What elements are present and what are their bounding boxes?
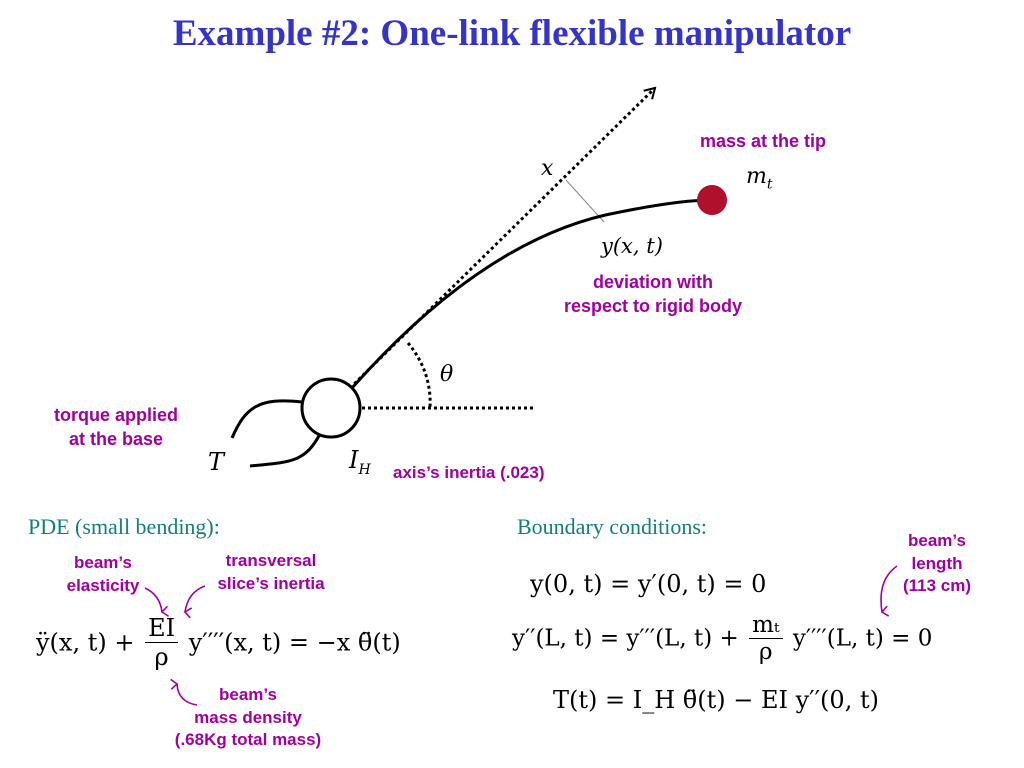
pde-heading: PDE (small bending): <box>28 514 220 539</box>
boundary-condition-1: y(0, t) = y′(0, t) = 0 <box>530 570 767 598</box>
beam-elasticity-line1: beam’s <box>74 553 132 572</box>
beam-elasticity-label: beam’s elasticity <box>48 552 158 597</box>
deviation-label: deviation with respect to rigid body <box>544 271 762 319</box>
tip-mass-symbol: mt <box>746 164 773 192</box>
pde-fraction-den: ρ <box>154 643 169 671</box>
beam-length-line1: beam’s <box>908 531 966 550</box>
bc2-fraction-num: mₜ <box>749 612 783 639</box>
pde-fraction-num: EI <box>145 614 179 643</box>
tip-mass <box>697 185 727 215</box>
deviation-label-line1: deviation with <box>592 272 713 292</box>
boundary-condition-2: y′′(L, t) = y′′′(L, t) + mₜ ρ y′′′′(L, t… <box>512 612 932 665</box>
beam-density-line1: beam’s <box>219 685 277 704</box>
beam-elasticity-line2: elasticity <box>66 575 140 595</box>
deviation-label-line2: respect to rigid body <box>563 295 743 316</box>
boundary-condition-3: T(t) = I_H θ̈(t) − EI y′′(0, t) <box>553 686 879 714</box>
pde-equation: ÿ(x, t) + EI ρ y′′′′(x, t) = −x θ̈(t) <box>36 614 401 671</box>
pde-left: ÿ(x, t) + <box>36 628 135 657</box>
torque-label: torque applied at the base <box>38 404 194 452</box>
slide-title: Example #2: One-link flexible manipulato… <box>172 13 852 54</box>
hub-inertia-symbol-sub: H <box>358 461 371 478</box>
torque-arc-upper <box>230 399 303 439</box>
tip-mass-symbol-base: m <box>746 164 767 189</box>
slice-inertia-line1: transversal <box>225 551 317 570</box>
flexible-beam <box>350 198 713 389</box>
tip-mass-symbol-sub: t <box>766 176 773 193</box>
bc2-left: y′′(L, t) = y′′′(L, t) + <box>512 625 739 652</box>
deflection-symbol: y(x, t) <box>601 234 663 258</box>
hub-inertia-symbol-base: I <box>349 446 359 474</box>
beam-length-line3: (113 cm) <box>902 576 972 596</box>
beam-length-label: beam’s length (113 cm) <box>888 530 986 598</box>
beam-density-line2: mass density <box>194 707 302 727</box>
pde-right: y′′′′(x, t) = −x θ̈(t) <box>188 628 401 657</box>
beam-density-line3: (.68Kg total mass) <box>174 730 322 750</box>
torque-symbol: T <box>208 448 225 476</box>
torque-label-line2: at the base <box>68 428 164 449</box>
bc2-fraction-den: ρ <box>759 639 773 665</box>
axis-inertia-label: axis’s inertia (.023) <box>393 463 545 482</box>
density-arrow <box>170 678 198 706</box>
angle-symbol: θ <box>440 362 454 387</box>
slice-inertia-arrow <box>183 585 206 619</box>
rigid-axis-line <box>348 86 657 390</box>
length-arrow <box>880 565 898 617</box>
hub-inertia-symbol: IH <box>349 446 371 478</box>
bc2-right: y′′′′(L, t) = 0 <box>792 625 933 652</box>
boundary-conditions-heading: Boundary conditions: <box>517 514 708 539</box>
hub <box>300 377 362 439</box>
beam-density-label: beam’s mass density (.68Kg total mass) <box>168 684 328 752</box>
slice-inertia-line2: slice’s inertia <box>217 573 325 593</box>
x-axis-label: x <box>541 156 554 181</box>
deflection-measure-line <box>565 179 605 223</box>
pde-fraction: EI ρ <box>145 614 179 671</box>
mass-tip-label: mass at the tip <box>700 131 827 151</box>
angle-arc <box>406 342 432 409</box>
slice-inertia-label: transversal slice’s inertia <box>204 550 338 595</box>
bc2-fraction: mₜ ρ <box>749 612 783 665</box>
beam-length-line2: length <box>911 553 963 573</box>
elasticity-arrow <box>144 587 169 617</box>
torque-label-line1: torque applied <box>53 405 178 425</box>
torque-arc-lower <box>249 433 322 468</box>
